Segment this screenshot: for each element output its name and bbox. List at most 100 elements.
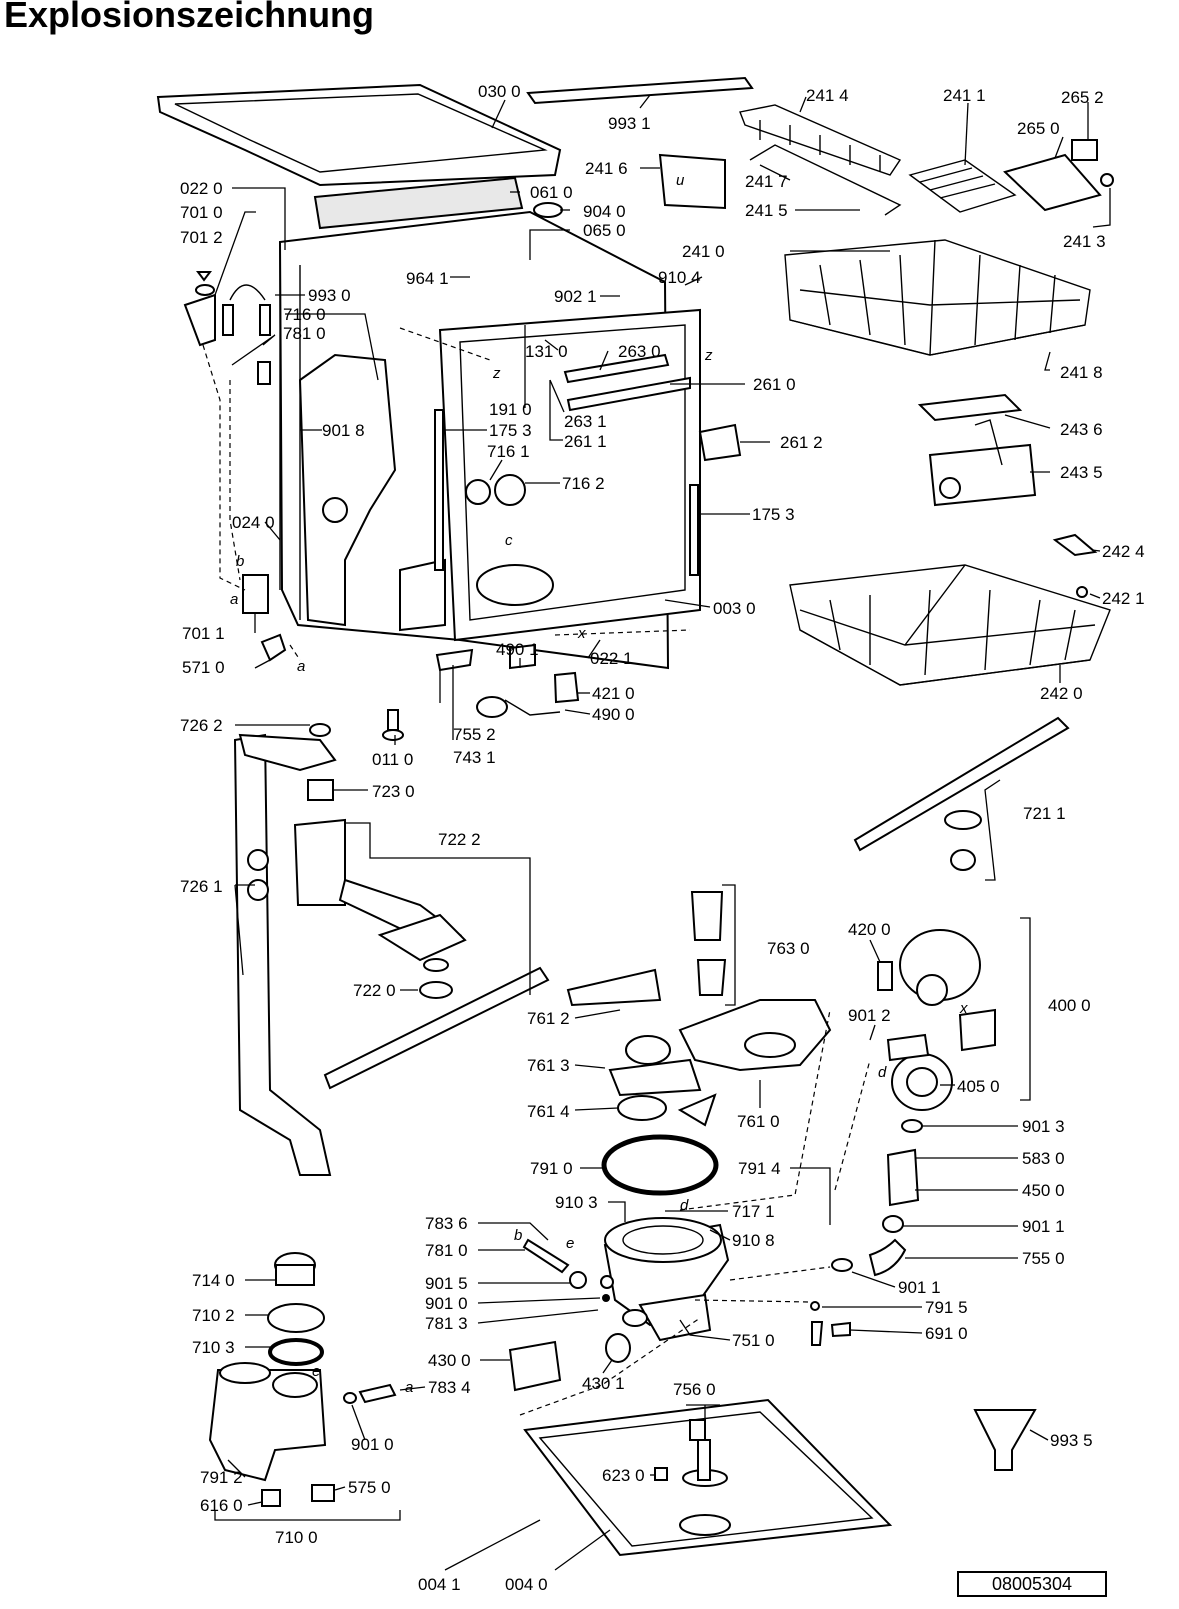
part-label: 781 0 <box>425 1241 468 1260</box>
part-label: 022 0 <box>180 179 223 198</box>
part-label: 761 3 <box>527 1056 570 1075</box>
part-label: 755 0 <box>1022 1249 1065 1268</box>
part-label: 714 0 <box>192 1271 235 1290</box>
part-label: 761 0 <box>737 1112 780 1131</box>
part-label: 701 0 <box>180 203 223 222</box>
part-label: 901 5 <box>425 1274 468 1293</box>
part-label: 901 2 <box>848 1006 891 1025</box>
part-label: 710 3 <box>192 1338 235 1357</box>
part-label: 791 5 <box>925 1298 968 1317</box>
part-label: 726 2 <box>180 716 223 735</box>
lower-basket-drawing <box>789 564 1111 686</box>
part-label: 261 0 <box>753 375 796 394</box>
part-label: 904 0 <box>583 202 626 221</box>
part-label: 004 0 <box>505 1575 548 1594</box>
part-label: 616 0 <box>200 1496 243 1515</box>
letter-marker: x <box>577 625 586 642</box>
part-labels: 030 0 993 1 241 4 241 1 265 2 265 0 241 … <box>180 82 1145 1594</box>
part-label: 261 1 <box>564 432 607 451</box>
part-label: 751 0 <box>732 1331 775 1350</box>
part-label: 722 0 <box>353 981 396 1000</box>
part-label: 791 2 <box>200 1468 243 1487</box>
part-label: 722 2 <box>438 830 481 849</box>
part-label: 265 2 <box>1061 88 1104 107</box>
part-label: 761 2 <box>527 1009 570 1028</box>
part-label: 241 5 <box>745 201 788 220</box>
part-label: 242 1 <box>1102 589 1145 608</box>
part-label: 430 1 <box>582 1374 625 1393</box>
part-label: 241 8 <box>1060 363 1103 382</box>
sump-hole-drawing <box>476 564 554 606</box>
part-label: 003 0 <box>713 599 756 618</box>
letter-marker: a <box>297 658 305 675</box>
part-label: 791 4 <box>738 1159 781 1178</box>
part-label: 030 0 <box>478 82 521 101</box>
part-label: 993 1 <box>608 114 651 133</box>
part-label: 242 4 <box>1102 542 1145 561</box>
part-label: 571 0 <box>182 658 225 677</box>
part-label: 763 0 <box>767 939 810 958</box>
part-label: 430 0 <box>428 1351 471 1370</box>
part-label: 131 0 <box>525 342 568 361</box>
letter-marker: x <box>959 1000 968 1017</box>
part-label: 716 0 <box>283 305 326 324</box>
part-label: 623 0 <box>602 1466 645 1485</box>
part-label: 781 3 <box>425 1314 468 1333</box>
funnel-drawing <box>973 1409 1037 1471</box>
part-label: 710 2 <box>192 1306 235 1325</box>
part-label: 710 0 <box>275 1528 318 1547</box>
part-label: 701 2 <box>180 228 223 247</box>
part-label: 901 0 <box>425 1294 468 1313</box>
front-panel-drawing <box>399 558 446 632</box>
part-label: 910 8 <box>732 1231 775 1250</box>
part-label: 701 1 <box>182 624 225 643</box>
part-label: 993 0 <box>308 286 351 305</box>
part-label: 191 0 <box>489 400 532 419</box>
insulation-drawing <box>313 176 524 230</box>
part-label: 241 6 <box>585 159 628 178</box>
upper-basket-drawing <box>784 239 1091 356</box>
part-label: 421 0 <box>592 684 635 703</box>
part-label: 575 0 <box>348 1478 391 1497</box>
part-label: 964 1 <box>406 269 449 288</box>
part-label: 743 1 <box>453 748 496 767</box>
part-label: 405 0 <box>957 1077 1000 1096</box>
part-label: 721 1 <box>1023 804 1066 823</box>
cup-shelf-drawing <box>739 104 902 176</box>
part-label: 265 0 <box>1017 119 1060 138</box>
letter-marker: d <box>878 1064 887 1081</box>
upper-spray-arm-drawing <box>323 966 550 1090</box>
part-label: 175 3 <box>752 505 795 524</box>
part-label: 241 0 <box>682 242 725 261</box>
letter-marker: e <box>566 1235 574 1252</box>
letter-marker: a <box>405 1379 413 1396</box>
part-label: 910 3 <box>555 1193 598 1212</box>
part-label: 400 0 <box>1048 996 1091 1015</box>
part-label: 901 0 <box>351 1435 394 1454</box>
part-label: 061 0 <box>530 183 573 202</box>
part-label: 716 2 <box>562 474 605 493</box>
part-drawings <box>156 76 1114 1557</box>
part-label: 490 0 <box>592 705 635 724</box>
document-number: 08005304 <box>957 1571 1107 1597</box>
cap-drawing <box>533 202 563 218</box>
inlet-valve-drawing <box>183 293 216 347</box>
part-label: 717 1 <box>732 1202 775 1221</box>
part-label: 024 0 <box>232 513 275 532</box>
part-label: 011 0 <box>372 750 413 769</box>
letter-marker: z <box>704 347 713 364</box>
part-label: 242 0 <box>1040 684 1083 703</box>
part-label: 993 5 <box>1050 1431 1093 1450</box>
part-label: 791 0 <box>530 1159 573 1178</box>
side-panel-drawing <box>298 353 397 627</box>
page-title: Explosionszeichnung <box>4 0 375 35</box>
part-label: 691 0 <box>925 1324 968 1343</box>
connection-letters: z z u b a a c x x d d e b e a <box>230 172 968 1396</box>
worktop-drawing <box>156 83 562 187</box>
part-label: 716 1 <box>487 442 530 461</box>
part-label: 726 1 <box>180 877 223 896</box>
part-label: 241 3 <box>1063 232 1106 251</box>
part-label: 902 1 <box>554 287 597 306</box>
letter-marker: a <box>230 591 238 608</box>
